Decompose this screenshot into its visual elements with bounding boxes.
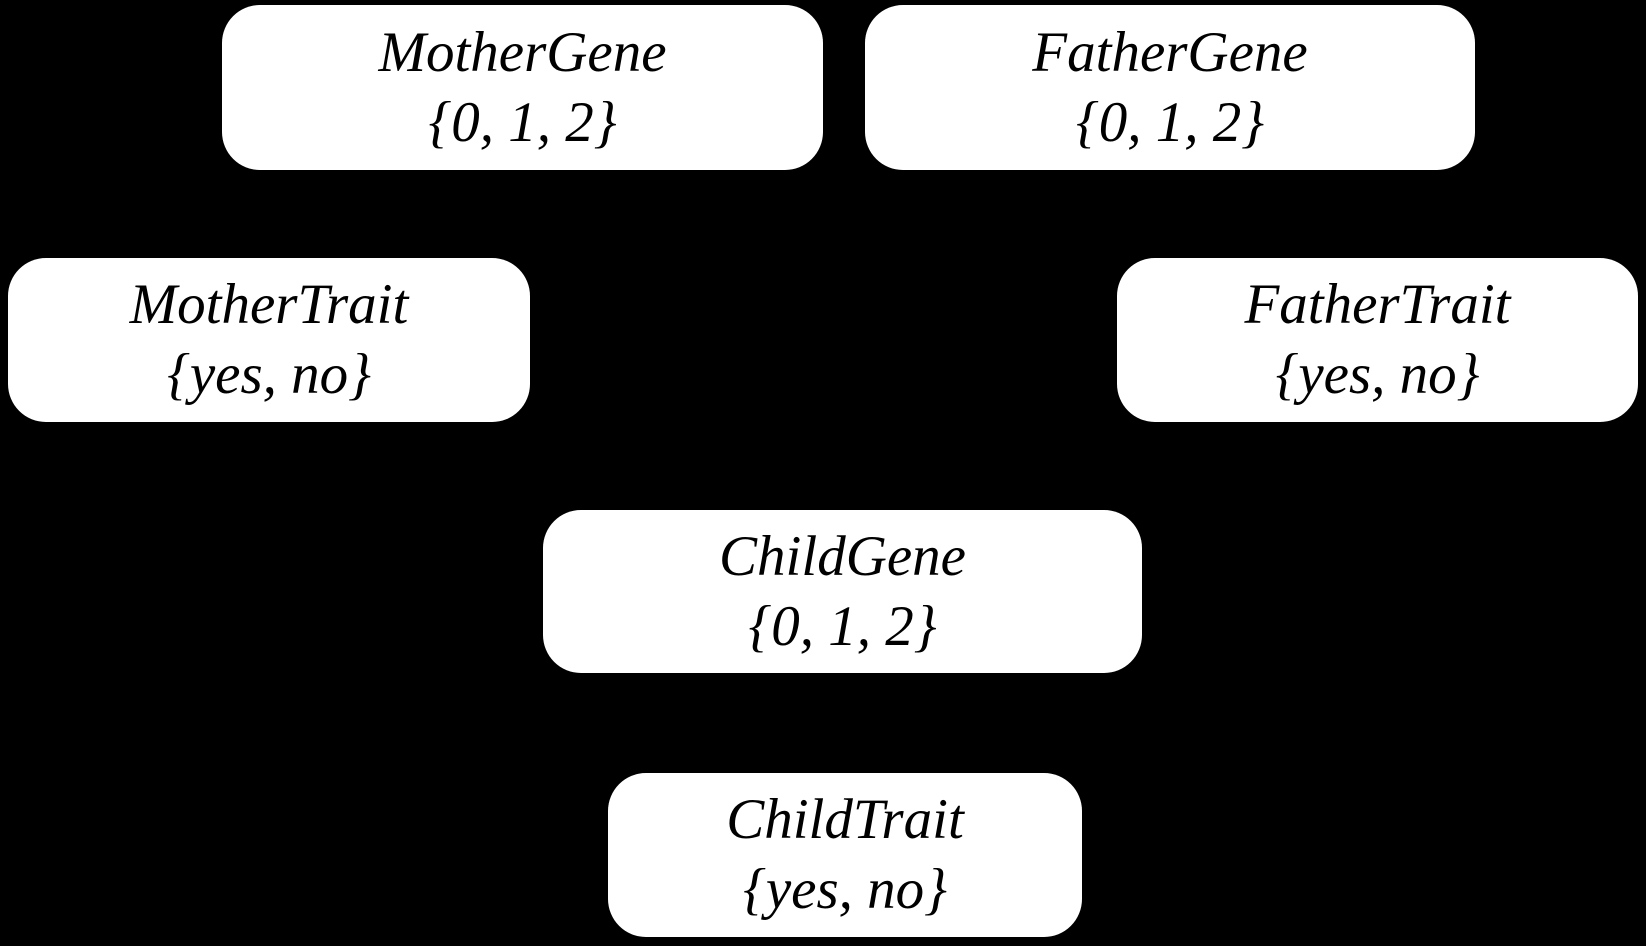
node-father-trait-domain: {yes, no} [1275, 343, 1480, 406]
node-child-gene: ChildGene {0, 1, 2} [543, 510, 1142, 673]
node-father-gene: FatherGene {0, 1, 2} [865, 5, 1475, 170]
node-child-trait: ChildTrait {yes, no} [608, 773, 1082, 937]
node-father-trait-label: FatherTrait [1244, 273, 1511, 336]
node-child-gene-label: ChildGene [719, 524, 966, 588]
node-mother-gene: MotherGene {0, 1, 2} [222, 5, 823, 170]
node-mother-gene-label: MotherGene [378, 20, 667, 84]
node-father-trait: FatherTrait {yes, no} [1117, 258, 1638, 422]
node-mother-gene-domain: {0, 1, 2} [428, 90, 617, 154]
node-child-trait-domain: {yes, no} [743, 858, 947, 921]
node-child-trait-label: ChildTrait [726, 788, 964, 851]
node-father-gene-domain: {0, 1, 2} [1075, 90, 1265, 154]
node-father-gene-label: FatherGene [1032, 20, 1308, 84]
node-mother-trait: MotherTrait {yes, no} [8, 258, 530, 422]
node-child-gene-domain: {0, 1, 2} [748, 594, 937, 658]
node-mother-trait-domain: {yes, no} [167, 343, 371, 406]
node-mother-trait-label: MotherTrait [129, 273, 409, 336]
